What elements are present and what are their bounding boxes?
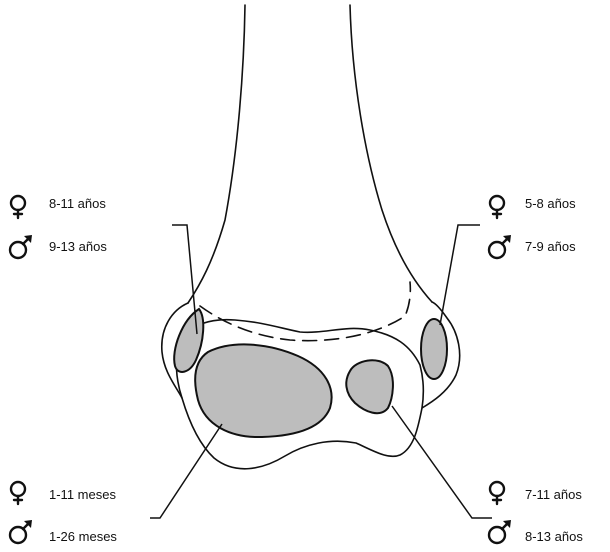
male-symbol-icon bbox=[10, 235, 32, 258]
male-symbol-icon bbox=[10, 520, 32, 543]
lateral-epicondyle-male-age: 7-9 años bbox=[525, 239, 576, 254]
capitellum-female-age: 1-11 meses bbox=[49, 487, 116, 502]
humerus-shaft-left-edge bbox=[188, 5, 245, 303]
female-symbol-icon bbox=[11, 196, 25, 218]
lateral-epicondyle-label: 5-8 años 7-9 años bbox=[489, 196, 576, 258]
trochlea-male-age: 8-13 años bbox=[525, 529, 583, 544]
male-symbol-icon bbox=[489, 520, 511, 543]
capitellum-label: 1-11 meses 1-26 meses bbox=[10, 482, 117, 544]
lateral-epicondyle-nucleus bbox=[421, 319, 447, 379]
female-symbol-icon bbox=[11, 482, 25, 504]
leader-lateral-epicondyle bbox=[440, 225, 480, 325]
trochlea-label: 7-11 años 8-13 años bbox=[489, 482, 583, 544]
trochlea-nucleus bbox=[346, 360, 393, 413]
capitellum-nucleus bbox=[195, 344, 331, 437]
medial-epicondyle-male-age: 9-13 años bbox=[49, 239, 107, 254]
trochlea-female-age: 7-11 años bbox=[525, 487, 582, 502]
ossification-centers bbox=[174, 309, 447, 437]
lateral-epicondyle-female-age: 5-8 años bbox=[525, 196, 576, 211]
medial-epicondyle-female-age: 8-11 años bbox=[49, 196, 106, 211]
female-symbol-icon bbox=[490, 482, 504, 504]
humerus-shaft-right-edge bbox=[350, 5, 432, 302]
medial-epicondyle-label: 8-11 años 9-13 años bbox=[10, 196, 107, 258]
leader-trochlea bbox=[392, 406, 492, 518]
male-symbol-icon bbox=[489, 235, 511, 258]
female-symbol-icon bbox=[490, 196, 504, 218]
capitellum-male-age: 1-26 meses bbox=[49, 529, 117, 544]
leader-capitellum bbox=[150, 424, 222, 518]
